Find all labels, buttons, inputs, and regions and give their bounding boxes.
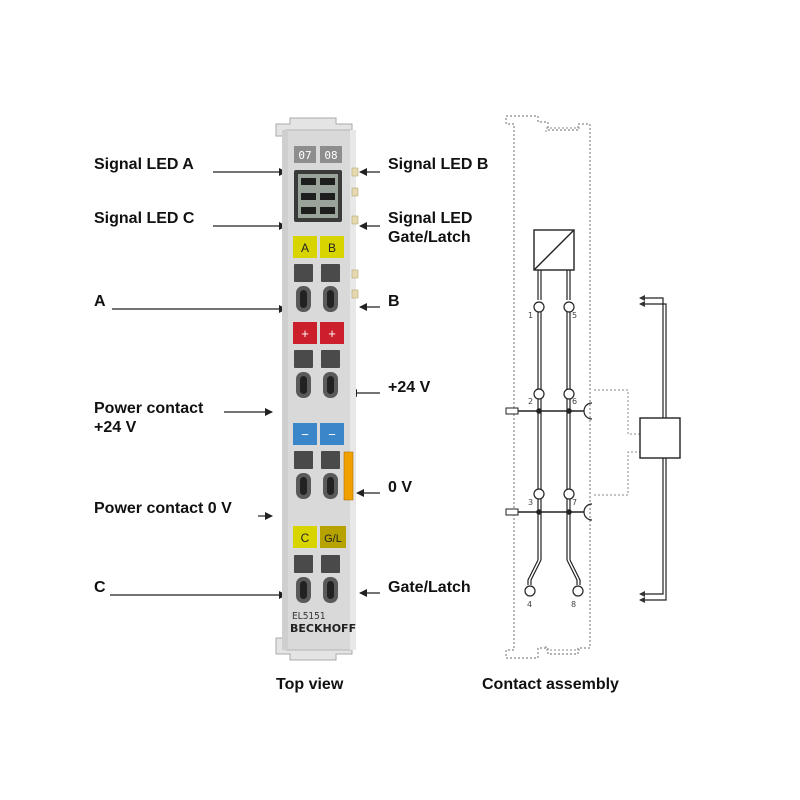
terminal-4-contact [524, 585, 536, 597]
label-plate-plus-left [293, 322, 317, 344]
term-num-2: 2 [528, 397, 533, 406]
label-signal-led-b: Signal LED B [388, 156, 489, 173]
assembly-outline [505, 115, 591, 659]
label-power-contact-24v-line2: +24 V [94, 419, 137, 436]
label-plate-c [293, 526, 317, 548]
plate-text-minus-left: − [301, 427, 309, 442]
power-rail-24v-stub [505, 407, 519, 415]
terminal-2-contact [533, 388, 545, 400]
label-plate-plus-right [320, 322, 344, 344]
plate-text-c: C [301, 531, 310, 545]
peg [351, 187, 359, 197]
label-signal-led-gl-line1: Signal LED [388, 210, 473, 227]
terminal-6-contact [563, 388, 575, 400]
housing-left-rail [282, 130, 288, 650]
terminal-slot-3 [294, 451, 313, 499]
label-plate-a [293, 236, 317, 258]
power-rail-0v-stub [505, 508, 519, 516]
brand-text: BECKHOFF [290, 622, 356, 635]
label-plate-minus-left [293, 423, 317, 445]
term-num-3: 3 [528, 498, 533, 507]
terminal-1-contact [533, 301, 545, 313]
signal-lines [537, 270, 571, 300]
label-power-contact-0v: Power contact 0 V [94, 500, 232, 517]
term-num-5: 5 [572, 311, 577, 320]
label-zero-v: 0 V [388, 479, 413, 496]
terminal-slot-8 [321, 555, 340, 603]
label-gate-latch: Gate/Latch [388, 579, 471, 596]
terminal-7-contact [563, 488, 575, 500]
label-signal-led-gl-line2: Gate/Latch [388, 229, 471, 246]
led-slot [301, 207, 316, 214]
terminal-slot-6 [321, 350, 340, 398]
terminal-slot-2 [294, 350, 313, 398]
term-num-4: 4 [527, 600, 532, 609]
terminal-slot-4 [294, 555, 313, 603]
term-num-6: 6 [572, 397, 577, 406]
term-num-8: 8 [571, 600, 576, 609]
label-signal-led-a: Signal LED A [94, 156, 194, 173]
label-power-contact-24v: Power contact +24 V [94, 399, 203, 437]
terminal-5-contact [563, 301, 575, 313]
label-signal-led-gate-latch: Signal LED Gate/Latch [388, 209, 472, 247]
caption-top-view: Top view [276, 676, 344, 693]
term-num-1: 1 [528, 311, 533, 320]
plate-text-b: B [328, 241, 336, 255]
plate-text-gl: G/L [324, 533, 342, 545]
bus-lines [537, 312, 571, 560]
contact-assembly: 1 5 2 6 3 7 4 8 [505, 115, 681, 659]
term-num-7: 7 [572, 498, 577, 507]
plate-text-a: A [301, 241, 309, 255]
led-gl [320, 193, 335, 200]
terminal-3-contact [533, 488, 545, 500]
terminal-module: 07 08 A B + + − − C G/L [275, 117, 359, 661]
led-number-07: 07 [298, 149, 311, 162]
label-c: C [94, 579, 106, 596]
peg [351, 269, 359, 279]
external-bus [639, 295, 667, 603]
terminal-slot-5 [321, 264, 340, 312]
plate-text-plus-left: + [301, 326, 309, 341]
peg [351, 289, 359, 299]
led-number-08: 08 [324, 149, 337, 162]
led-a [301, 178, 316, 185]
led-plate-08 [320, 146, 342, 163]
label-power-contact-24v-line1: Power contact [94, 400, 204, 417]
led-c [301, 193, 316, 200]
label-signal-led-c: Signal LED C [94, 210, 195, 227]
plate-text-minus-right: − [328, 427, 336, 442]
label-plate-minus-right [320, 423, 344, 445]
terminal-8-contact [572, 585, 584, 597]
model-text: EL5151 [292, 611, 326, 622]
caption-contact-assembly: Contact assembly [482, 676, 619, 693]
peg [351, 215, 359, 225]
bottom-leads [527, 559, 581, 585]
power-contact-0v-spring [583, 503, 593, 521]
external-box [639, 417, 681, 459]
label-a: A [94, 293, 106, 310]
label-plate-b [320, 236, 344, 258]
label-b: B [388, 293, 400, 310]
terminal-slot-7 [321, 451, 340, 499]
label-plus-24v: +24 V [388, 379, 431, 396]
peg [351, 167, 359, 177]
power-contact-orange [343, 451, 354, 501]
power-contact-24v-spring [583, 402, 593, 420]
led-plate-07 [294, 146, 316, 163]
leader-lines-left [110, 168, 287, 599]
housing-right-rail [350, 130, 356, 650]
terminal-slot-1 [294, 264, 313, 312]
led-b [320, 178, 335, 185]
plate-text-plus-right: + [328, 326, 336, 341]
label-plate-gl [320, 526, 346, 548]
led-slot [320, 207, 335, 214]
